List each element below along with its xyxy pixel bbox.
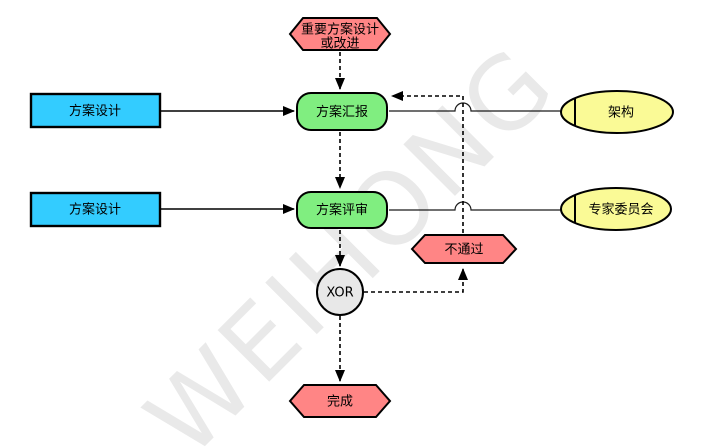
node-design-doc-2[interactable]: 方案设计: [29, 191, 162, 228]
review-function-rect[interactable]: [296, 191, 388, 229]
connector-reject-to-report-feedback: [391, 91, 464, 233]
node-review-function[interactable]: 方案评审: [296, 191, 388, 229]
node-committee-org[interactable]: 专家委员会: [560, 187, 672, 231]
committee-org-label: 专家委员会: [588, 202, 653, 218]
committee-org-ellipse[interactable]: [560, 187, 672, 231]
node-report-function[interactable]: 方案汇报: [296, 92, 388, 131]
architecture-org-ellipse[interactable]: [560, 90, 674, 134]
done-event-label: 完成: [327, 395, 353, 410]
node-start-event[interactable]: 重要方案设计 或改进: [288, 17, 392, 52]
design-doc-1-label: 方案设计: [69, 103, 121, 119]
report-function-rect[interactable]: [296, 92, 388, 131]
node-design-doc-1[interactable]: 方案设计: [29, 92, 162, 129]
design-doc-2-label: 方案设计: [69, 202, 121, 218]
start-event-hexagon[interactable]: [288, 17, 392, 51]
start-event-label-line2: 或改进: [320, 37, 359, 52]
design-doc-1-rect[interactable]: [29, 92, 162, 129]
reject-event-hexagon[interactable]: [410, 234, 518, 264]
review-function-label: 方案评审: [316, 202, 368, 218]
done-event-hexagon[interactable]: [288, 384, 392, 418]
reject-event-label: 不通过: [444, 243, 483, 258]
design-doc-2-rect[interactable]: [29, 191, 162, 228]
node-architecture-org[interactable]: 架构: [560, 90, 674, 134]
start-event-label-line1: 重要方案设计: [301, 22, 379, 38]
node-reject-event[interactable]: 不通过: [410, 234, 518, 264]
connector-xor-to-reject: [364, 268, 468, 293]
node-done-event[interactable]: 完成: [288, 384, 392, 418]
node-xor-operator[interactable]: XOR: [316, 268, 364, 316]
xor-operator-circle[interactable]: [316, 268, 364, 316]
architecture-org-label: 架构: [608, 106, 634, 121]
report-function-label: 方案汇报: [316, 104, 368, 120]
xor-operator-label: XOR: [326, 286, 353, 301]
